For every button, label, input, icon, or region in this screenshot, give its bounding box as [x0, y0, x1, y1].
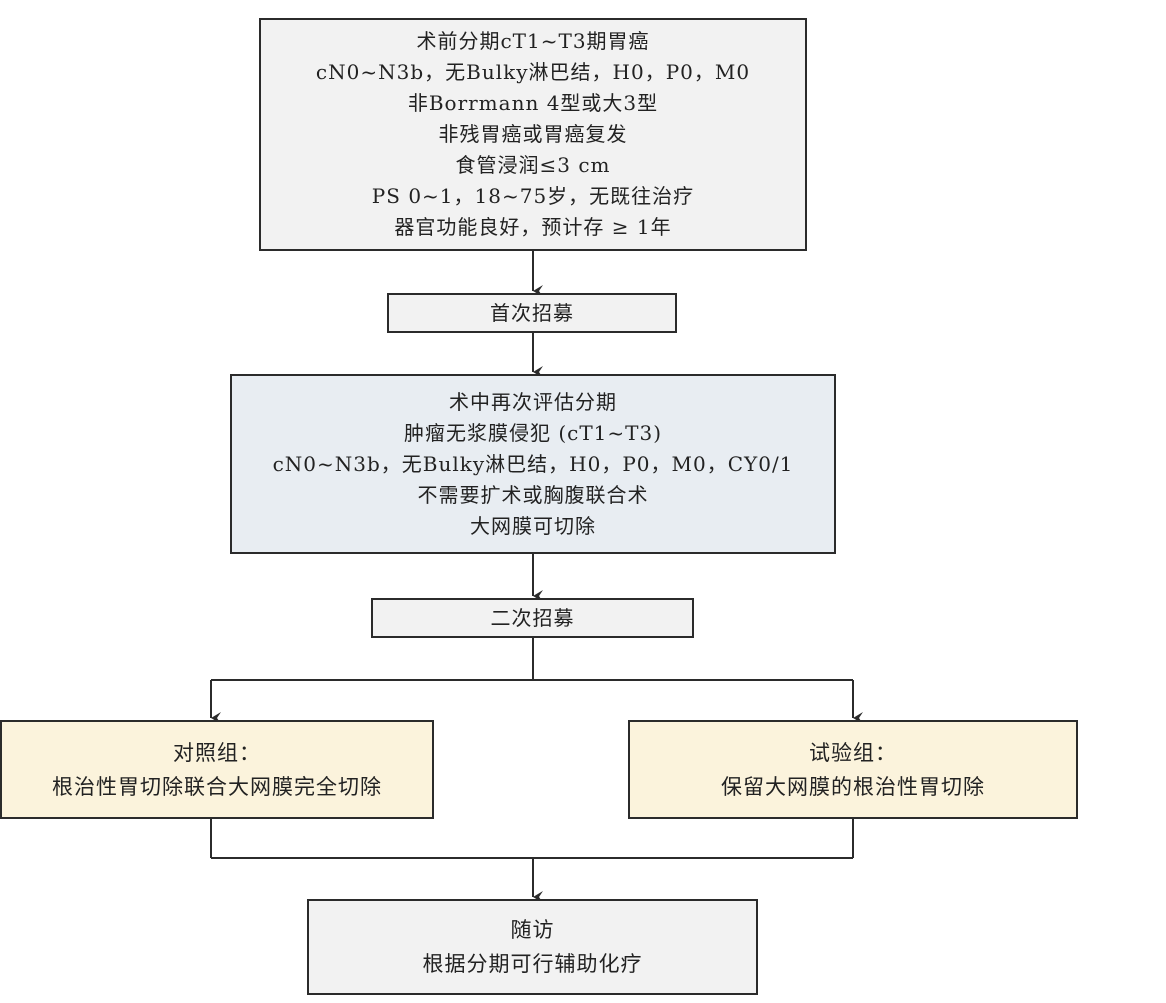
control-group-box: 对照组： 根治性胃切除联合大网膜完全切除: [0, 720, 434, 819]
eligibility-line: 食管浸润≤3 cm: [455, 153, 611, 177]
followup-description: 根据分期可行辅助化疗: [422, 952, 643, 976]
second-recruitment-label: 二次招募: [490, 605, 575, 630]
eligibility-line: 术前分期cT1~T3期胃癌: [416, 29, 650, 53]
eligibility-line: 器官功能良好，预计存 ≥ 1年: [394, 215, 672, 239]
control-group-title: 对照组：: [173, 740, 261, 765]
trial-group-description: 保留大网膜的根治性胃切除: [721, 774, 985, 799]
eligibility-line: cN0~N3b，无Bulky淋巴结，H0，P0，M0: [315, 60, 751, 84]
eligibility-line: PS 0~1，18~75岁，无既往治疗: [371, 184, 695, 208]
intraoperative-line: cN0~N3b，无Bulky淋巴结，H0，P0，M0，CY0/1: [272, 451, 794, 476]
eligibility-line: 非Borrmann 4型或大3型: [407, 91, 659, 115]
trial-group-box: 试验组： 保留大网膜的根治性胃切除: [628, 720, 1078, 819]
first-recruitment-box: 首次招募: [387, 293, 677, 333]
followup-box: 随访 根据分期可行辅助化疗: [307, 899, 758, 995]
intraoperative-line: 大网膜可切除: [470, 513, 596, 538]
intraoperative-line: 肿瘤无浆膜侵犯 (cT1~T3): [403, 420, 663, 445]
second-recruitment-box: 二次招募: [371, 598, 694, 638]
followup-title: 随访: [510, 918, 555, 942]
eligibility-line: 非残胃癌或胃癌复发: [438, 122, 628, 146]
intraoperative-line: 不需要扩术或胸腹联合术: [417, 482, 649, 507]
eligibility-criteria-box: 术前分期cT1~T3期胃癌 cN0~N3b，无Bulky淋巴结，H0，P0，M0…: [259, 18, 807, 251]
intraoperative-assessment-box: 术中再次评估分期 肿瘤无浆膜侵犯 (cT1~T3) cN0~N3b，无Bulky…: [230, 374, 836, 554]
intraoperative-line: 术中再次评估分期: [449, 389, 617, 414]
control-group-description: 根治性胃切除联合大网膜完全切除: [52, 774, 382, 799]
first-recruitment-label: 首次招募: [490, 300, 574, 325]
trial-group-title: 试验组：: [809, 740, 897, 765]
